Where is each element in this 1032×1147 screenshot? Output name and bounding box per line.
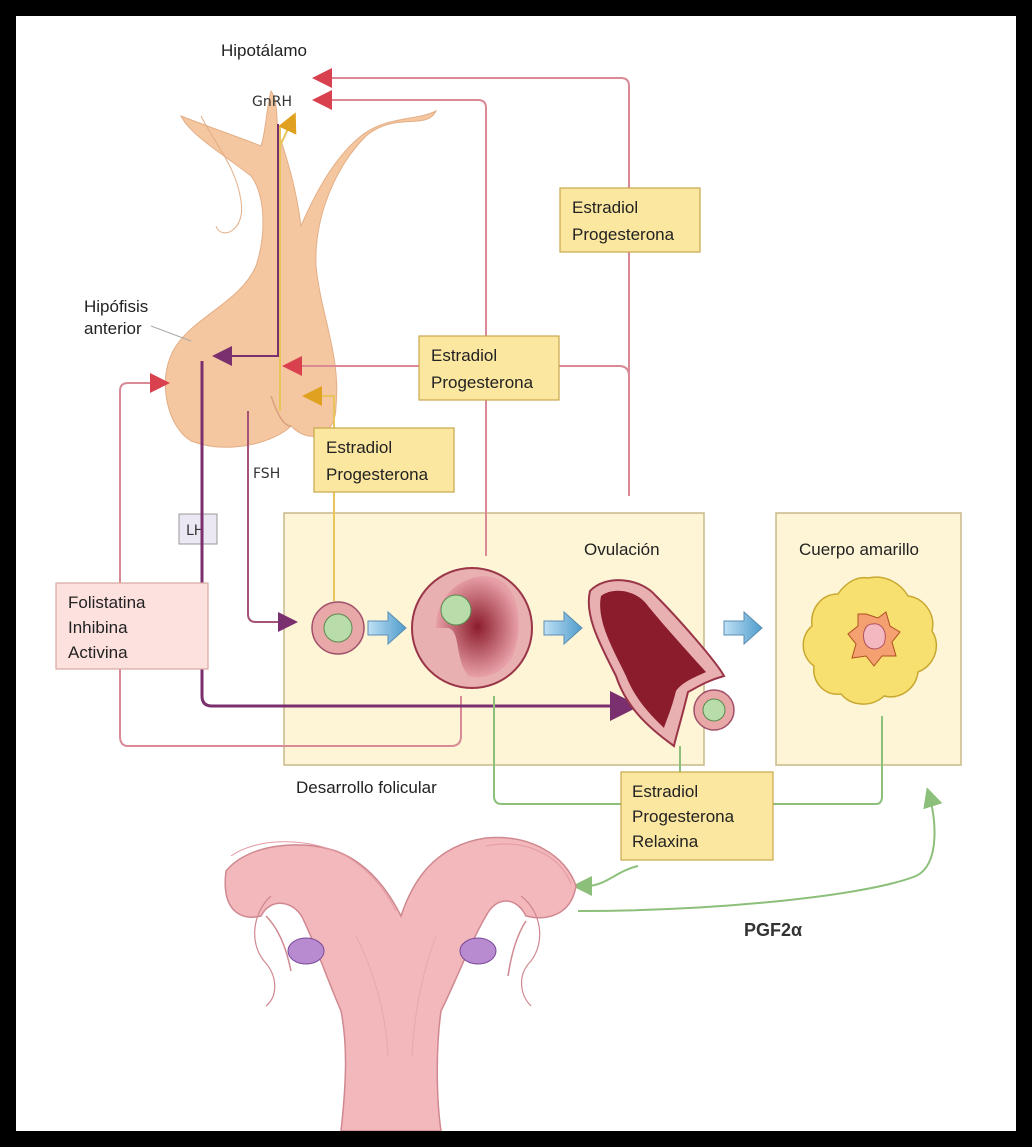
fsh-label: FSH xyxy=(253,466,280,482)
diagram-canvas: Hipotálamo GnRH Hipófisis anterior FSH L… xyxy=(16,16,1016,1131)
estradiol-box-bottom: Estradiol Progesterona Relaxina xyxy=(621,772,773,860)
svg-text:Folistatina: Folistatina xyxy=(68,593,146,612)
pgf2a-label: PGF2α xyxy=(744,920,802,940)
antral-follicle xyxy=(412,568,532,688)
svg-text:Progesterona: Progesterona xyxy=(431,373,534,392)
svg-text:Estradiol: Estradiol xyxy=(431,346,497,365)
ovulation-label: Ovulación xyxy=(584,540,660,559)
svg-text:Progesterona: Progesterona xyxy=(326,465,429,484)
svg-text:Progesterona: Progesterona xyxy=(572,225,675,244)
estradiol-box-top-right: Estradiol Progesterona xyxy=(560,188,700,252)
svg-text:Estradiol: Estradiol xyxy=(326,438,392,457)
pituitary-illustration xyxy=(165,91,436,447)
pituitary-label-line1: Hipófisis xyxy=(84,297,148,316)
green-arrow-to-uterus xyxy=(576,866,638,886)
reproductive-hormone-diagram: Hipotálamo GnRH Hipófisis anterior FSH L… xyxy=(16,16,1016,1131)
svg-text:Activina: Activina xyxy=(68,643,128,662)
estradiol-box-middle: Estradiol Progesterona xyxy=(419,336,559,400)
svg-text:Inhibina: Inhibina xyxy=(68,618,128,637)
folistatina-box: Folistatina Inhibina Activina xyxy=(56,583,208,669)
hypothalamus-label: Hipotálamo xyxy=(221,41,307,60)
corpus-luteum-label: Cuerpo amarillo xyxy=(799,540,919,559)
svg-text:Progesterona: Progesterona xyxy=(632,807,735,826)
uterus-illustration xyxy=(225,838,576,1131)
pituitary-label-line2: anterior xyxy=(84,319,142,338)
gnrh-label: GnRH xyxy=(252,94,292,110)
stage-arrow-3 xyxy=(724,612,762,644)
follicular-development-label: Desarrollo folicular xyxy=(296,778,437,797)
svg-text:Estradiol: Estradiol xyxy=(632,782,698,801)
svg-text:Estradiol: Estradiol xyxy=(572,198,638,217)
pituitary-pointer xyxy=(151,326,191,341)
svg-text:Relaxina: Relaxina xyxy=(632,832,699,851)
primary-follicle xyxy=(312,602,364,654)
yellow-arrow-head-top xyxy=(280,116,294,146)
estradiol-box-left-lower: Estradiol Progesterona xyxy=(314,428,454,492)
